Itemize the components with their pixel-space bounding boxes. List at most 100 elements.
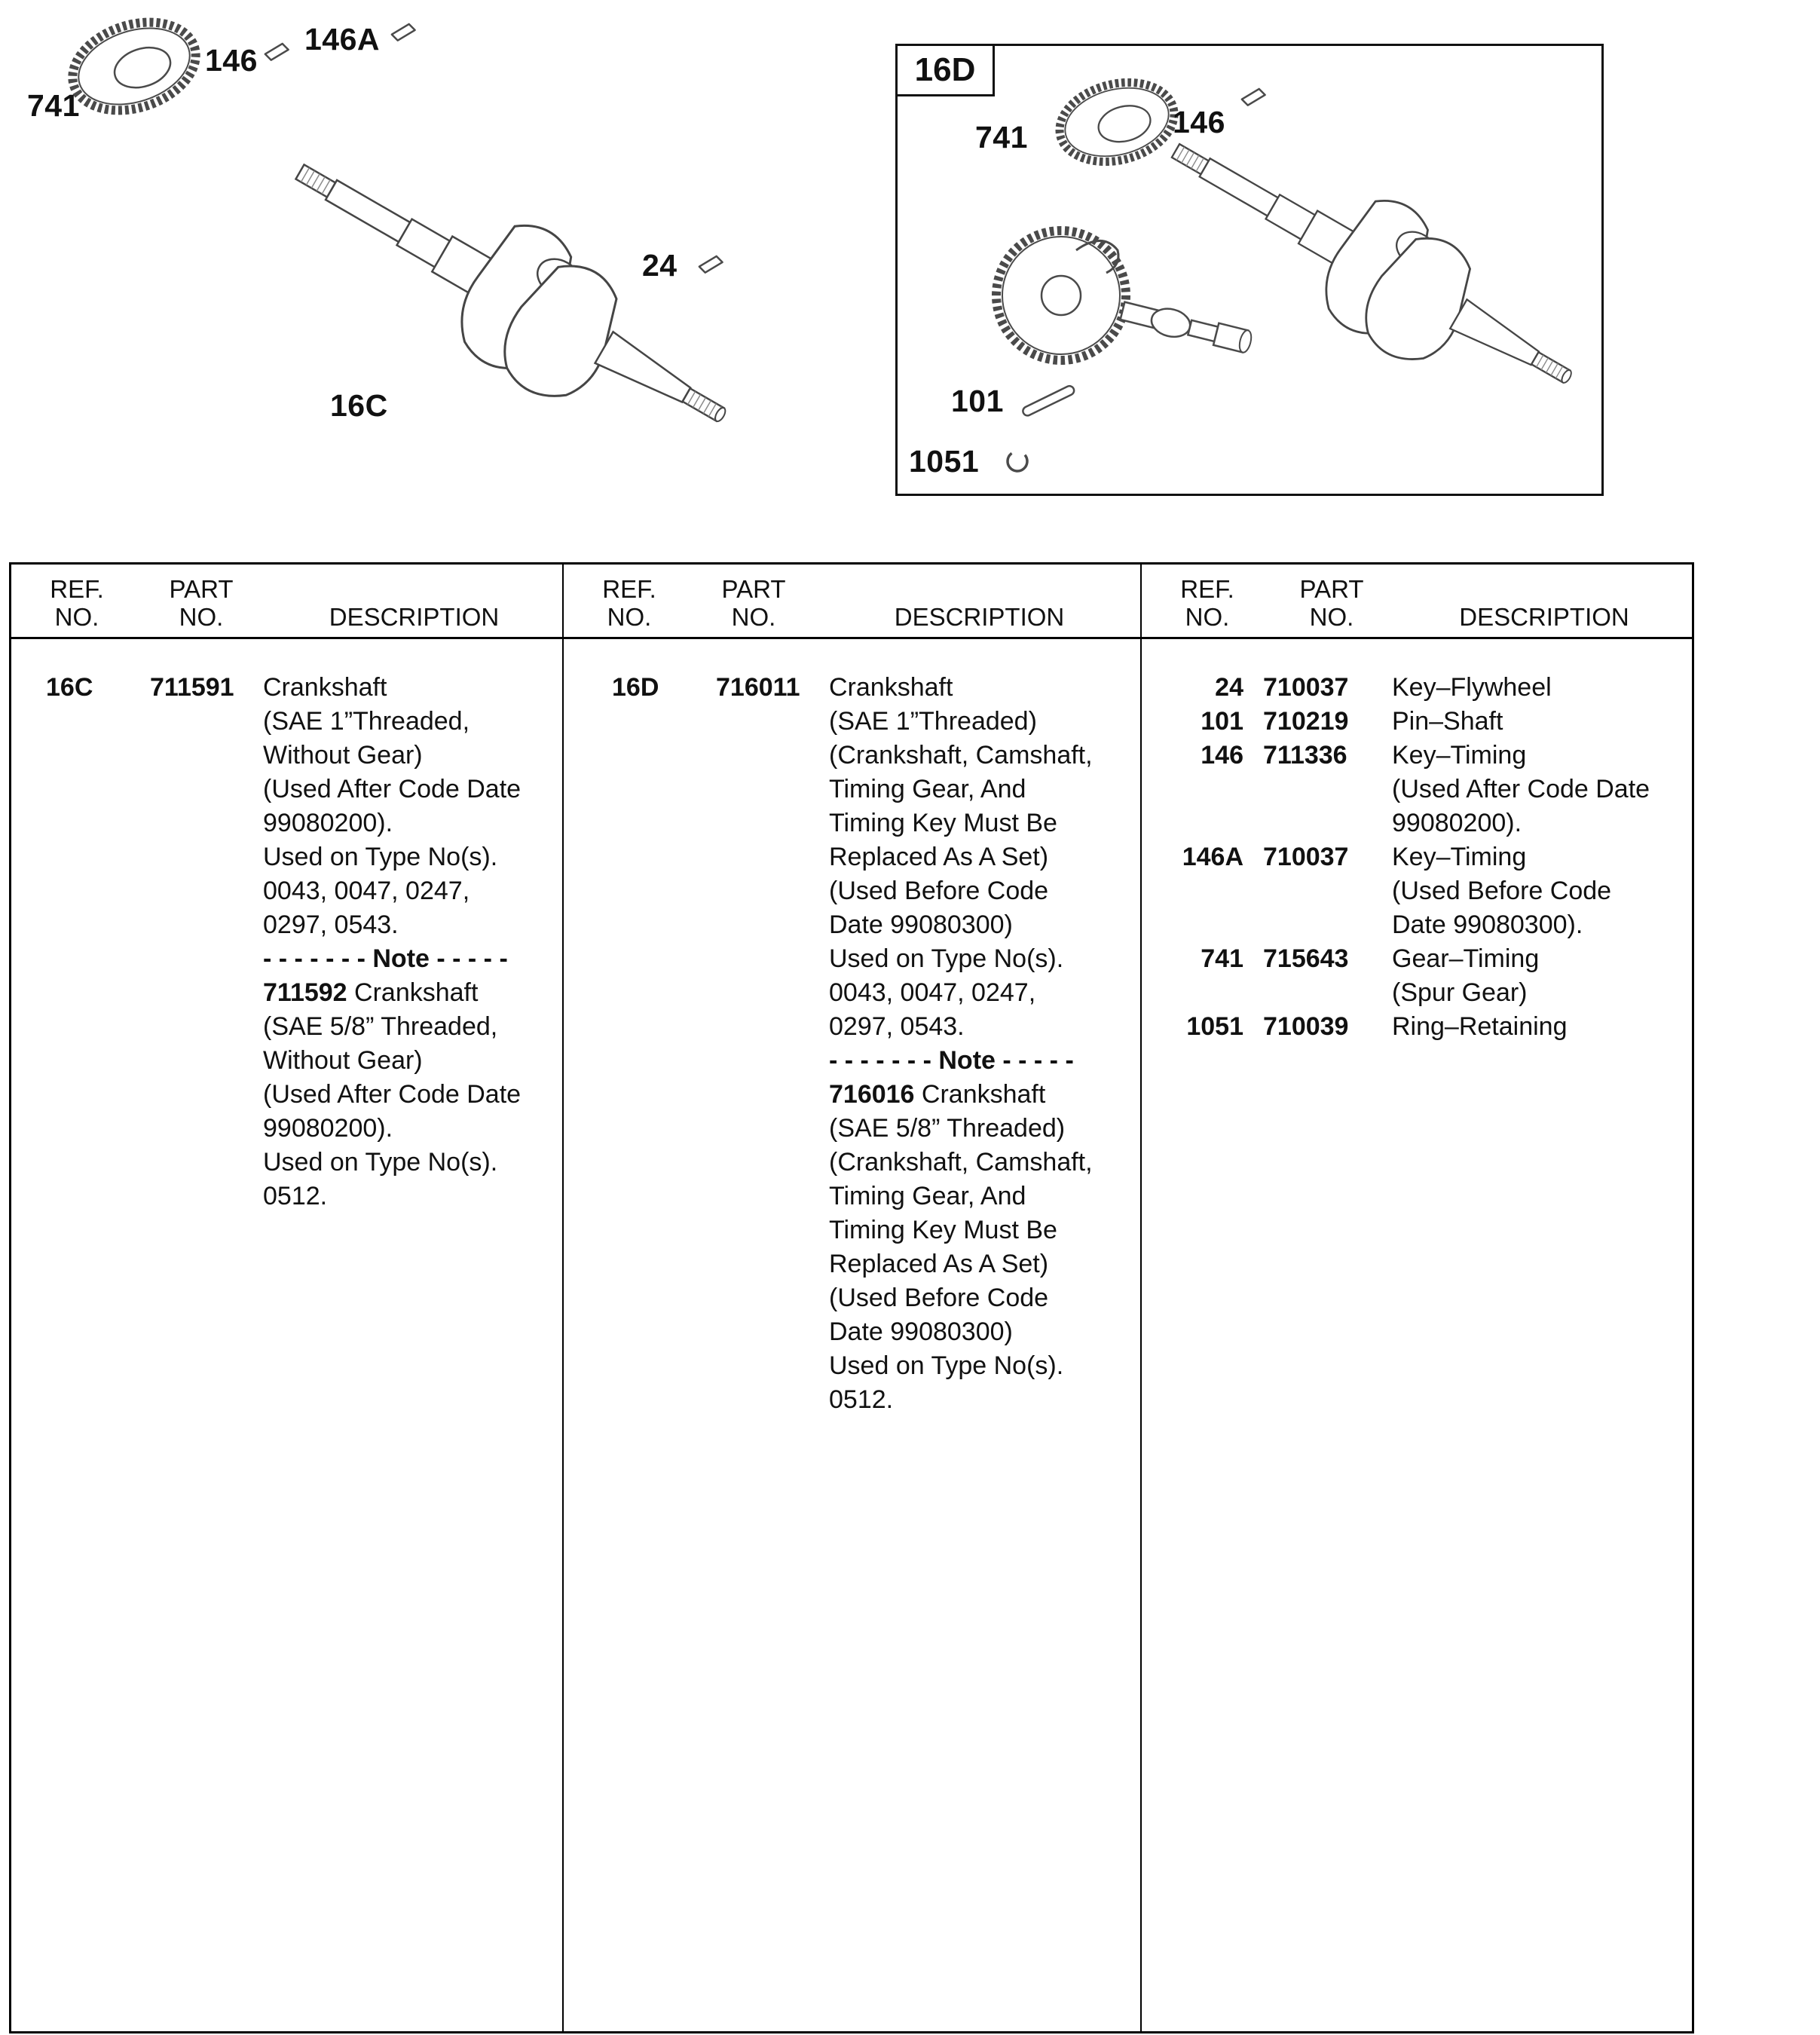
callout-741-inset: 741: [975, 120, 1028, 155]
part-entry: 741 715643 Gear–Timing(Spur Gear): [1142, 942, 1692, 1010]
ref-header-line2: NO.: [54, 603, 99, 631]
description-line: 0043, 0047, 0247,: [263, 874, 558, 908]
part-header-line2: NO.: [179, 603, 224, 631]
description-text: Timing Key Must Be: [829, 1216, 1057, 1244]
diagram-drawings: [0, 0, 1604, 482]
description-text: Crankshaft: [347, 978, 479, 1007]
ref-no: 741: [1201, 944, 1243, 973]
description-line: (Crankshaft, Camshaft,: [829, 1146, 1136, 1180]
description-text: Key–Flywheel: [1392, 673, 1552, 702]
description-line: (Used Before Code: [1392, 874, 1687, 908]
ref-header-line2: NO.: [1185, 603, 1230, 631]
description-line: Timing Key Must Be: [829, 806, 1136, 840]
part-no: 710039: [1263, 1012, 1349, 1041]
pin-shaft-drawing: [1022, 384, 1075, 417]
description-header: DESCRIPTION: [1459, 603, 1629, 631]
inset-16d-box: [895, 44, 1604, 496]
description-line: Timing Gear, And: [829, 773, 1136, 806]
part-no: 715643: [1263, 944, 1349, 973]
description-text: (Spur Gear): [1392, 978, 1528, 1007]
table-header-col2: REF. NO. PART NO. DESCRIPTION: [564, 565, 1142, 639]
ref-header-line1: REF.: [1180, 575, 1234, 603]
description-text: 716016: [829, 1080, 915, 1109]
callout-146-inset: 146: [1173, 105, 1225, 139]
description-line: (Used Before Code: [829, 1281, 1136, 1315]
timing-gear-drawing: [61, 8, 207, 126]
description-text: Crankshaft: [263, 673, 387, 702]
description-text: (SAE 5/8” Threaded,: [263, 1012, 498, 1041]
description-line: Used on Type No(s).: [829, 1349, 1136, 1383]
description-text: (Used After Code Date: [1392, 775, 1650, 803]
description-line: Without Gear): [263, 739, 558, 773]
description-text: Without Gear): [263, 741, 423, 770]
description-line: Key–Timing: [1392, 840, 1687, 874]
ref-header-line1: REF.: [50, 575, 104, 603]
description-line: (SAE 1”Threaded): [829, 705, 1136, 739]
description-line: 99080200).: [263, 806, 558, 840]
ref-no: 16C: [46, 673, 93, 702]
ref-no: 101: [1201, 707, 1243, 736]
description-text: Date 99080300): [829, 910, 1013, 939]
description-text: (Used After Code Date: [263, 1080, 522, 1109]
description-line: (Used Before Code: [829, 874, 1136, 908]
description-text: (SAE 1”Threaded,: [263, 707, 470, 736]
part-header-line2: NO.: [1309, 603, 1354, 631]
retaining-ring-drawing: [1006, 450, 1029, 473]
callout-24: 24: [642, 248, 678, 283]
description: Pin–Shaft: [1392, 705, 1692, 739]
description-line: (Used After Code Date: [1392, 773, 1687, 806]
description-line: Used on Type No(s).: [829, 942, 1136, 976]
description-text: 0297, 0543.: [263, 910, 399, 939]
description-line: Used on Type No(s).: [263, 1146, 558, 1180]
key-timing-icon: [262, 41, 291, 63]
description-text: (Crankshaft, Camshaft,: [829, 741, 1093, 770]
description-text: 0512.: [263, 1182, 328, 1210]
description-line: 0297, 0543.: [829, 1010, 1136, 1044]
key-timing-a-icon: [389, 22, 418, 43]
description-line: Pin–Shaft: [1392, 705, 1687, 739]
description-text: Date 99080300): [829, 1317, 1013, 1346]
description-text: Used on Type No(s).: [829, 1351, 1064, 1380]
description-text: 0043, 0047, 0247,: [263, 877, 470, 905]
part-header-line1: PART: [169, 575, 234, 603]
callout-16c: 16C: [330, 388, 388, 423]
description-line: (Used After Code Date: [263, 1078, 558, 1112]
description-line: - - - - - - - Note - - - - -: [829, 1044, 1136, 1078]
key-flywheel-icon: [696, 254, 725, 275]
description: Gear–Timing(Spur Gear): [1392, 942, 1692, 1010]
description-header: DESCRIPTION: [329, 603, 500, 631]
description-line: - - - - - - - Note - - - - -: [263, 942, 558, 976]
crankshaft-16c-drawing: [261, 107, 761, 482]
description-line: 711592 Crankshaft: [263, 976, 558, 1010]
description-text: Timing Gear, And: [829, 1182, 1026, 1210]
description-text: Used on Type No(s).: [829, 944, 1064, 973]
description-text: 99080200).: [263, 809, 393, 837]
callout-101: 101: [951, 384, 1004, 418]
description-line: Crankshaft: [829, 671, 1136, 705]
description-line: 0043, 0047, 0247,: [829, 976, 1136, 1010]
table-header-col1: REF. NO. PART NO. DESCRIPTION: [11, 565, 564, 639]
description-line: Crankshaft: [263, 671, 558, 705]
description-line: Date 99080300).: [1392, 908, 1687, 942]
description-text: Date 99080300).: [1392, 910, 1583, 939]
description-line: 99080200).: [263, 1112, 558, 1146]
part-no: 711336: [1263, 741, 1347, 770]
description-text: - - - - - - - Note - - - - -: [829, 1046, 1074, 1075]
callout-741-left: 741: [27, 88, 80, 123]
description: Crankshaft(SAE 1”Threaded)(Crankshaft, C…: [829, 671, 1140, 1417]
callout-146a: 146A: [304, 22, 381, 57]
description-text: Replaced As A Set): [829, 1250, 1049, 1278]
description-line: Date 99080300): [829, 1315, 1136, 1349]
description-line: Replaced As A Set): [829, 1247, 1136, 1281]
description-text: (Used Before Code: [829, 1284, 1049, 1312]
description-text: - - - - - - - Note - - - - -: [263, 944, 508, 973]
